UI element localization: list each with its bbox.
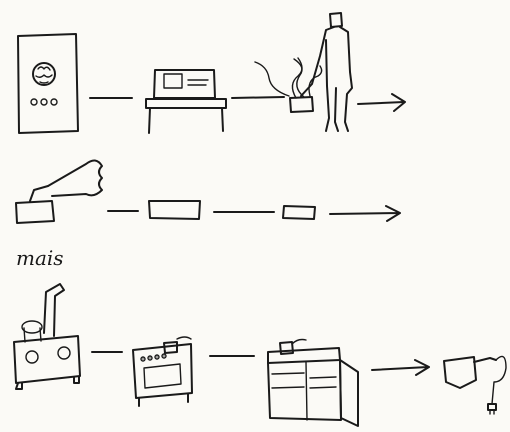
gas-stove (132, 336, 193, 407)
arrow-icon (329, 205, 401, 222)
short-bar (282, 205, 316, 220)
row-1 (17, 12, 406, 134)
row-3 (13, 283, 507, 427)
row-2 (15, 159, 401, 224)
arrow-icon (371, 359, 430, 376)
person-with-pot (254, 12, 353, 132)
wood-stove (13, 283, 81, 390)
connector-line (231, 96, 285, 99)
ladle-pouring (15, 159, 103, 224)
cabinet-machine (17, 33, 79, 134)
electric-pot-icon (443, 355, 507, 415)
long-bar (148, 200, 201, 220)
arrow-icon (357, 93, 406, 112)
caption-mais: mais (16, 246, 64, 270)
kitchen-unit (267, 338, 359, 427)
computer-desk (145, 69, 227, 134)
